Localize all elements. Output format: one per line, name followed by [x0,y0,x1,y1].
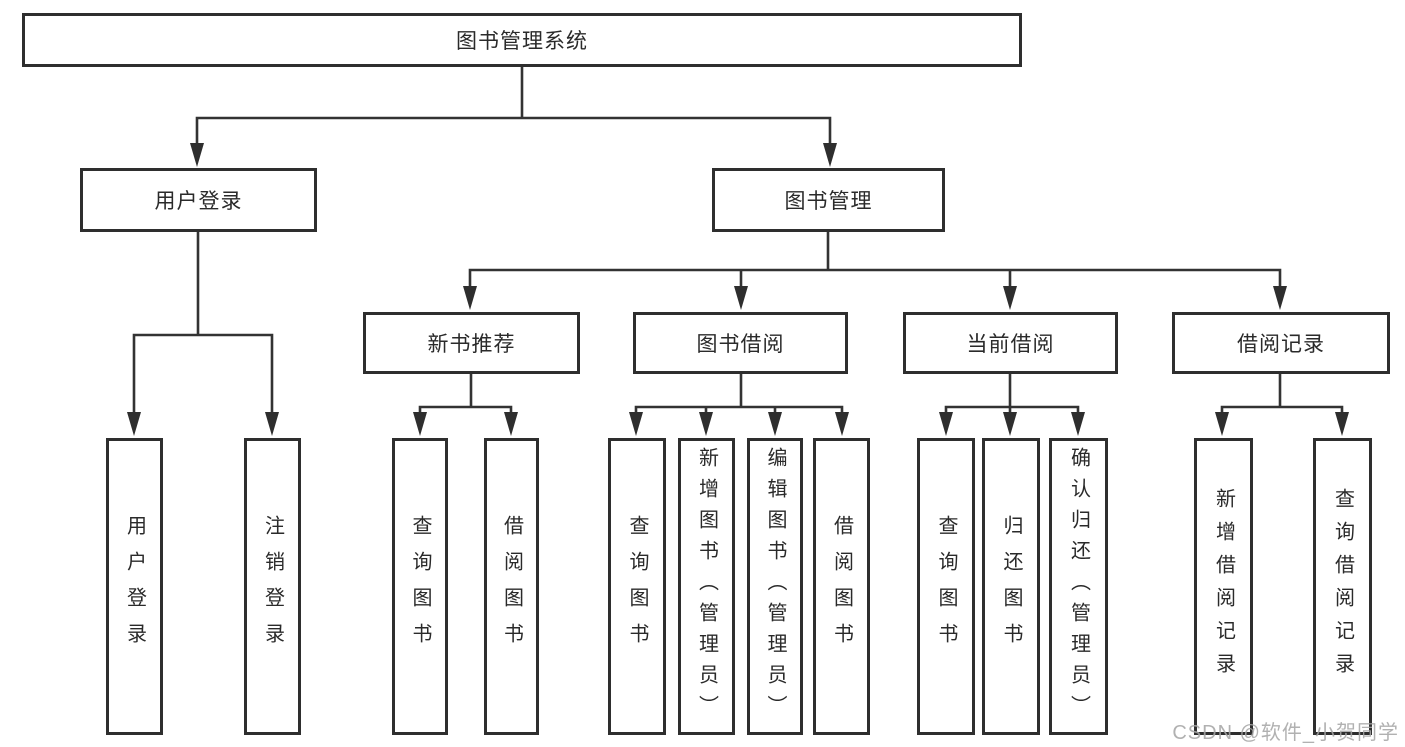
leaf-borrow-borrow-book-label: 借阅图书 [830,514,853,659]
leaf-newbook-borrow-book-label: 借阅图书 [500,514,523,659]
leaf-borrow-add-book-admin-label: 新增图书（管理员） [695,447,718,726]
leaf-newbook-borrow-book: 借阅图书 [484,438,539,735]
node-book-management-label: 图书管理 [784,190,873,213]
node-book-borrow: 图书借阅 [633,312,848,374]
leaf-current-confirm-return-admin-label: 确认归还（管理员） [1067,447,1090,726]
leaf-borrow-add-book-admin: 新增图书（管理员） [678,438,735,735]
node-current-borrow-label: 当前借阅 [966,333,1055,356]
leaf-borrow-query-book-label: 查询图书 [626,514,648,659]
leaf-current-return-book-label: 归还图书 [1000,514,1022,659]
leaf-current-confirm-return-admin: 确认归还（管理员） [1049,438,1108,735]
watermark: CSDN @软件_小贺同学 [1172,722,1399,744]
leaf-logout: 注销登录 [244,438,301,735]
node-book-borrow-label: 图书借阅 [696,333,785,356]
node-user-login-label: 用户登录 [154,190,243,213]
leaf-records-add-record-label: 新增借阅记录 [1212,487,1235,686]
connector-currentborrow-to-leaves [939,374,1085,436]
leaf-borrow-query-book: 查询图书 [608,438,666,735]
node-user-login: 用户登录 [80,168,317,232]
connector-bookmgmt-to-level3 [463,232,1287,310]
node-current-borrow: 当前借阅 [903,312,1118,374]
node-root: 图书管理系统 [22,13,1022,67]
node-book-management: 图书管理 [712,168,945,232]
leaf-borrow-edit-book-admin: 编辑图书（管理员） [747,438,803,735]
node-borrow-records: 借阅记录 [1172,312,1390,374]
connector-root-to-level2 [190,67,837,167]
leaf-logout-label: 注销登录 [261,514,284,659]
node-root-label: 图书管理系统 [456,30,588,53]
leaf-current-return-book: 归还图书 [982,438,1040,735]
node-new-book-recommend: 新书推荐 [363,312,580,374]
leaf-borrow-borrow-book: 借阅图书 [813,438,870,735]
leaf-records-query-record-label: 查询借阅记录 [1331,487,1354,686]
connector-records-to-leaves [1215,374,1349,436]
leaf-borrow-edit-book-admin-label: 编辑图书（管理员） [764,447,786,726]
node-new-book-recommend-label: 新书推荐 [427,333,516,356]
leaf-records-add-record: 新增借阅记录 [1194,438,1253,735]
node-borrow-records-label: 借阅记录 [1237,333,1325,356]
leaf-newbook-query-book: 查询图书 [392,438,448,735]
leaf-newbook-query-book-label: 查询图书 [409,514,431,659]
leaf-user-login: 用户登录 [106,438,163,735]
leaf-current-query-book: 查询图书 [917,438,975,735]
connector-userlogin-to-leaves [127,232,279,436]
leaf-current-query-book-label: 查询图书 [935,514,957,659]
leaf-user-login-label: 用户登录 [123,514,146,659]
leaf-records-query-record: 查询借阅记录 [1313,438,1372,735]
connector-newbook-to-leaves [413,374,518,436]
connector-bookborrow-to-leaves [629,374,849,436]
